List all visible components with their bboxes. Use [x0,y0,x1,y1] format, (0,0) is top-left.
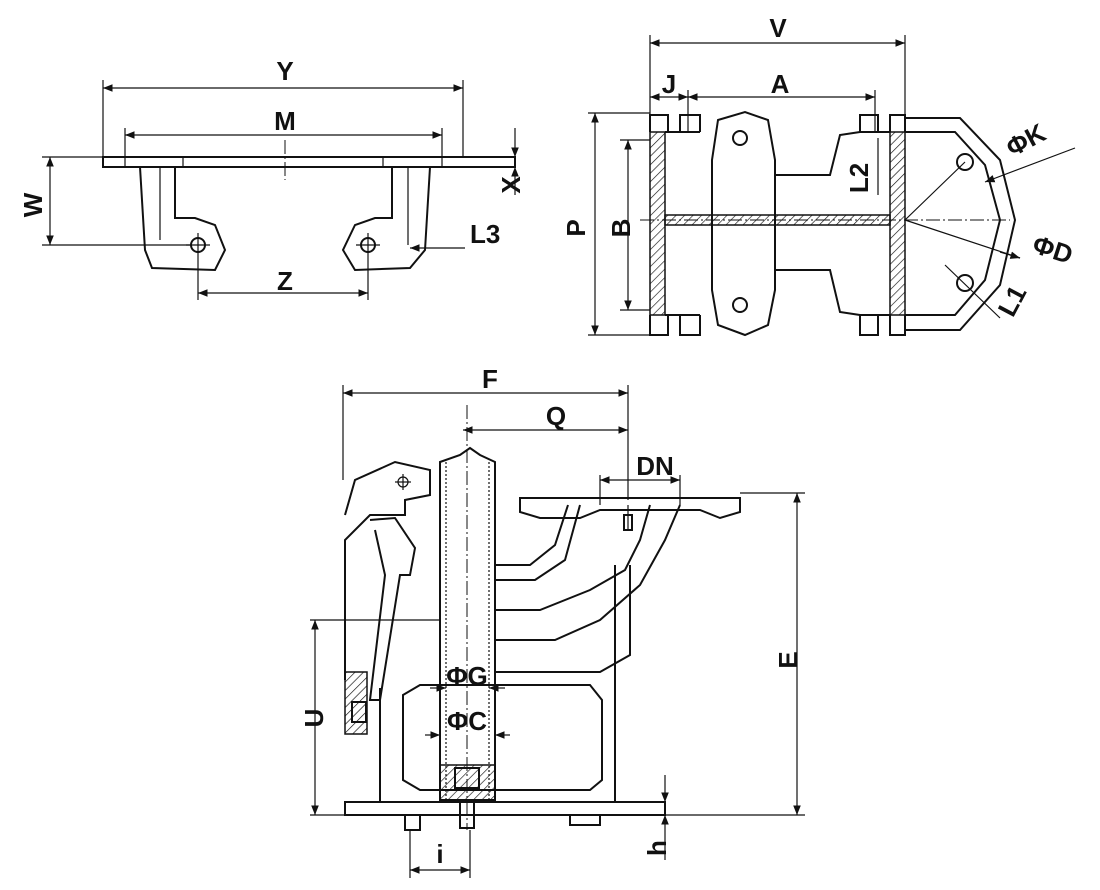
dim-label-a: A [771,69,790,99]
dim-label-phi-c: ΦC [447,706,487,736]
dim-label-e: E [773,651,803,668]
base-plate [344,801,666,816]
dim-label-l2: L2 [844,163,874,193]
dim-label-q: Q [546,401,566,431]
body-window [402,684,603,791]
dim-label-b: B [606,219,636,238]
dim-label-j: J [662,69,676,99]
dim-label-phi-k: ΦK [1001,117,1051,162]
dim-label-phi-g: ΦG [446,661,488,691]
left-leg [139,166,227,272]
dim-label-y: Y [276,56,293,86]
right-flange [889,131,906,316]
top-left-view: Y M W X L3 Z [18,56,526,300]
dim-label-f: F [482,364,498,394]
bonnet-arc [905,117,1017,331]
dim-label-u: U [299,709,329,728]
flange-plate [102,156,516,168]
dim-label-v: V [769,13,787,43]
dim-label-z: Z [277,266,293,296]
dim-label-m: M [274,106,296,136]
hand-lever [344,460,431,680]
dim-label-l3: L3 [470,219,500,249]
dim-label-phi-d: ΦD [1029,229,1076,270]
bottom-view: F Q DN E U ΦG ΦC i h [299,364,805,878]
left-flange [649,131,666,316]
top-right-view: V J A P B L2 ΦK ΦD L1 [561,13,1076,337]
dim-label-w: W [18,192,48,217]
right-leg [341,166,431,272]
dim-label-x: X [496,176,526,194]
dim-label-p: P [561,219,591,236]
dim-label-h: h [642,840,672,856]
dim-label-i: i [436,839,443,869]
top-flange [519,497,741,520]
link-plate [711,110,776,337]
dim-label-dn: DN [636,451,674,481]
